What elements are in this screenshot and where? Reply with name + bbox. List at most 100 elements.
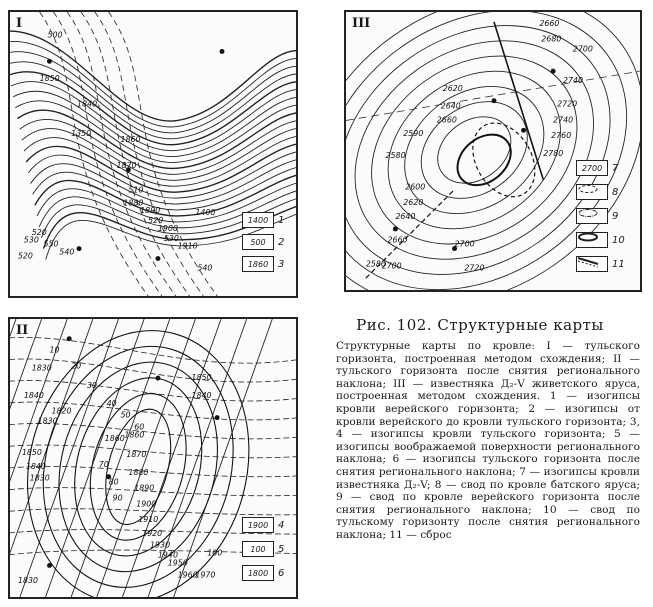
contour-line [40,198,296,238]
dashed-contour [66,12,177,296]
dashed-contour [10,487,296,497]
well-point [155,256,161,261]
regional-slope-line [10,319,68,482]
dashed-contour [346,70,640,121]
well-point [46,58,52,64]
dashed-contour [108,12,218,296]
legend-number: 8 [612,186,619,198]
contour-label: 100 [207,549,222,558]
contour-label: 1950 [168,558,188,567]
contour-line [354,40,594,260]
contour-label: 1850 [22,448,42,457]
contour-label: 1860 [124,430,144,439]
contour-line [437,116,512,184]
dashed-contour [10,337,296,364]
panel-label: II [16,323,29,338]
dashed-contour [10,380,296,402]
contour-label: 1850 [191,373,211,382]
contour-label: 2600 [405,182,425,191]
well-point [155,375,161,381]
contour-label: 2740 [563,76,583,85]
well-point [392,226,398,232]
well-point [491,98,497,104]
contour-line [346,12,628,290]
contour-label: 1830 [32,363,52,372]
contour-label: 1840 [77,100,97,109]
contour-line [12,90,296,157]
contour-line [10,41,296,128]
legend-symbol: 1860 [242,256,274,272]
regional-slope-line [19,319,119,597]
contour-line [74,377,203,557]
panel-label: III [352,16,371,31]
contour-label: 2660 [539,19,559,28]
contour-label: 1850 [40,74,60,83]
legend-number: 11 [612,258,625,270]
well-point [76,246,82,252]
legend-symbol: 1400 [242,212,274,228]
well-point [550,68,556,74]
contour-line [105,408,172,526]
contour-line [346,25,611,275]
dashed-contour [39,12,149,296]
contour-map-1: 5001850184013501860187051018801890520190… [10,12,296,296]
legend-item: 500 2 [242,234,284,250]
contour-label: 1960 [178,570,198,579]
contour-label: 2720 [557,100,577,109]
contour-label: 1830 [30,474,50,483]
dashed-contour [10,508,296,516]
contour-label: 2700 [455,240,475,249]
contour-line [346,12,640,290]
contour-label: 530 [24,236,39,245]
contour-label: 10 [49,346,59,355]
regional-slope-line [70,319,171,597]
contour-label: 2640 [395,212,415,221]
dashed-contour [10,423,296,440]
legend-number: 6 [278,567,285,579]
contour-label: 520 [148,216,163,225]
dome-crest [472,122,536,198]
legend-item: 2700 7 [576,160,618,176]
legend-number: 2 [278,236,285,248]
contour-label: 2660 [437,115,457,124]
dashed-contour [10,465,296,478]
regional-slope-line [10,319,43,410]
contour-line [10,81,296,151]
contour-label: 1930 [150,541,170,550]
contour-line [10,30,296,122]
contour-label: 1840 [26,462,46,471]
contour-map-3: 2660268027002620264026602580259026002620… [346,12,640,290]
legend-symbol: 500 [242,234,274,250]
contour-label: 70 [99,460,109,469]
legend-symbol: 100 [242,541,274,557]
well-point [214,415,220,421]
contour-label: 1970 [195,570,215,579]
contour-line [10,51,296,134]
contour-label: 1830 [38,416,58,425]
contour-label: 550 [44,240,59,249]
dashed-contour [94,12,204,296]
contour-label: 1880 [128,468,148,477]
legend-number: 3 [278,258,285,270]
contour-label: 2700 [382,261,402,270]
contour-label: 1910 [138,515,158,524]
contour-line [10,71,296,146]
contour-line [27,330,250,597]
contour-label: 1920 [142,529,162,538]
dashed-contour [53,12,163,296]
legend-number: 1 [278,214,285,226]
contour-label: 30 [87,381,97,390]
legend-item: 100 5 [242,541,284,557]
dashed-contour [10,401,296,421]
fault-line [365,189,455,279]
contour-label: 540 [59,248,74,257]
panel-label: I [16,16,23,31]
contour-label: 530 [164,234,179,243]
contour-label: 1900 [158,224,178,233]
contour-label: 1900 [136,499,156,508]
figure-caption: Структурные карты по кровле: I — тульско… [336,340,640,541]
contour-label: 1860 [105,434,125,443]
